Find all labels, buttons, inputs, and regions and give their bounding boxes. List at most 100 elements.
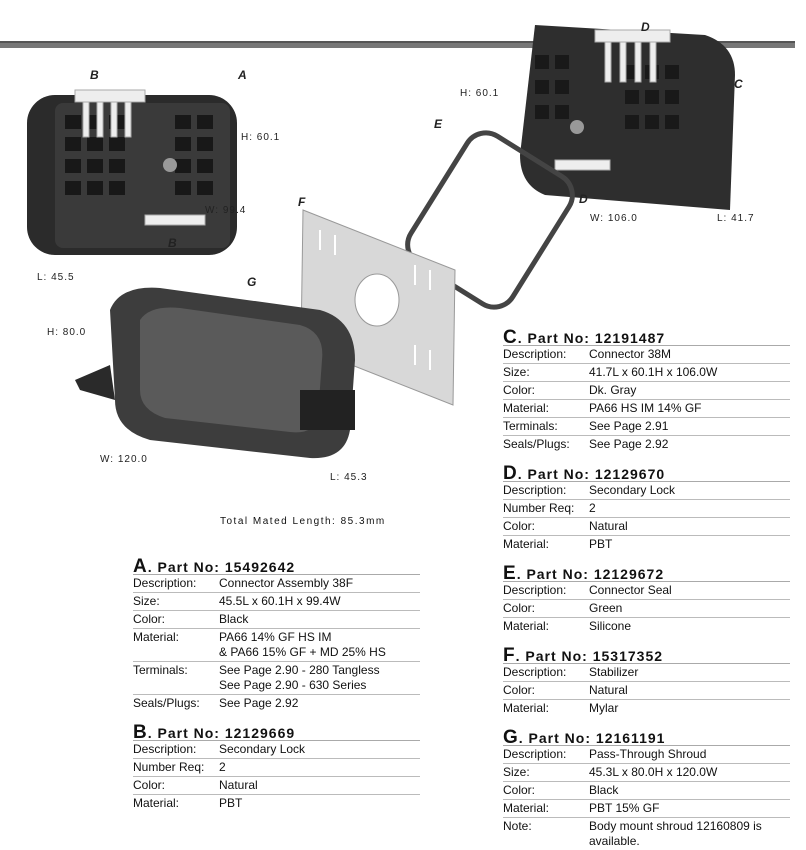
spec-value: 45.5L x 60.1H x 99.4W: [219, 594, 341, 608]
total-mated-length: Total Mated Length: 85.3mm: [220, 516, 386, 527]
spec-row: Description: Connector 38M: [503, 346, 790, 364]
spec-value: Silicone: [589, 619, 632, 633]
spec-key: Description:: [133, 576, 197, 590]
spec-value: Pass-Through Shroud: [589, 747, 707, 761]
spec-value: Green: [589, 601, 623, 615]
spec-value: See Page 2.92: [589, 437, 669, 451]
spec-row: Seals/Plugs:See Page 2.92: [133, 695, 420, 712]
spec-key: Terminals:: [133, 663, 188, 677]
connector-a-image: [27, 89, 237, 255]
spec-row: Terminals:See Page 2.91: [503, 418, 790, 436]
spec-row: Description: Connector Assembly 38F: [133, 575, 420, 593]
spec-row: Number Req:2: [503, 500, 790, 518]
part-no-label: . Part No:: [518, 730, 596, 746]
spec-value: 41.7L x 60.1H x 106.0W: [589, 365, 718, 379]
part-letter: F: [503, 645, 516, 666]
spec-value: Secondary Lock: [589, 483, 676, 497]
part-number: 12129669: [224, 725, 296, 741]
spec-row: Description:Stabilizer: [503, 664, 790, 682]
spec-row: Color:Natural: [133, 777, 420, 795]
part-no-label: . Part No:: [517, 330, 595, 346]
spec-row: Color:Black: [133, 611, 420, 629]
dim-g-length: L: 45.3: [330, 472, 368, 483]
dim-c-width: W: 106.0: [590, 213, 638, 224]
part-letter: A: [133, 556, 148, 577]
spec-row: Size: 41.7L x 60.1H x 106.0W: [503, 364, 790, 382]
spec-value: Natural: [589, 519, 628, 533]
spec-key: Description:: [133, 742, 197, 756]
part-heading: C. Part No: 12191487: [503, 327, 790, 348]
spec-value: Black: [589, 783, 619, 797]
spec-key: Color:: [503, 383, 536, 397]
spec-key: Description:: [503, 583, 567, 597]
spec-row: Color: Black: [503, 782, 790, 800]
spec-key: Description:: [503, 483, 567, 497]
part-letter: G: [503, 727, 519, 748]
part-no-label: . Part No:: [147, 559, 225, 575]
spec-value: 2: [219, 760, 226, 774]
dim-a-height: H: 60.1: [241, 132, 281, 143]
spec-value: PA66 14% GF HS IM& PA66 15% GF + MD 25% …: [219, 630, 386, 659]
spec-value: Mylar: [589, 701, 619, 715]
spec-value: Connector 38M: [589, 347, 672, 361]
spec-row: Material: PBT: [133, 795, 420, 812]
spec-row: Description:Secondary Lock: [133, 741, 420, 759]
shroud-g-image: [75, 287, 355, 459]
label-c: C: [734, 77, 743, 91]
spec-key: Size:: [503, 365, 530, 379]
spec-key: Description:: [503, 665, 567, 679]
label-a: A: [238, 68, 247, 82]
spec-key: Description:: [503, 347, 567, 361]
dim-c-height: H: 60.1: [460, 88, 500, 99]
label-d-bottom: D: [579, 192, 588, 206]
spec-value: Connector Assembly 38F: [219, 576, 354, 590]
part-heading: E. Part No: 12129672: [503, 563, 790, 584]
part-heading: B. Part No: 12129669: [133, 722, 420, 743]
part-letter: B: [133, 722, 148, 743]
label-b-bottom: B: [168, 236, 177, 250]
spec-value: PBT: [589, 537, 613, 551]
spec-key: Material:: [133, 796, 180, 810]
spec-row: Size:45.5L x 60.1H x 99.4W: [133, 593, 420, 611]
spec-row: Material:PBT 15% GF: [503, 800, 790, 818]
part-letter: C: [503, 327, 518, 348]
dim-g-width: W: 120.0: [100, 454, 148, 465]
part-heading: F. Part No: 15317352: [503, 645, 790, 666]
spec-value: 2: [589, 501, 596, 515]
connector-c-image: [520, 25, 735, 210]
spec-value: Connector Seal: [589, 583, 672, 597]
spec-value: Dk. Gray: [589, 383, 637, 397]
part-number: 12191487: [594, 330, 666, 346]
spec-value: PBT: [219, 796, 243, 810]
spec-row: Color: Dk. Gray: [503, 382, 790, 400]
part-letter: D: [503, 463, 518, 484]
spec-key: Material:: [133, 630, 180, 644]
spec-row: Color:Natural: [503, 682, 790, 700]
label-b-top: B: [90, 68, 99, 82]
spec-key: Material:: [503, 619, 550, 633]
spec-row: Size:45.3L x 80.0H x 120.0W: [503, 764, 790, 782]
spec-value: PA66 HS IM 14% GF: [589, 401, 702, 415]
spec-key: Color:: [503, 783, 536, 797]
spec-key: Material:: [503, 401, 550, 415]
dim-g-height: H: 80.0: [47, 327, 87, 338]
spec-key: Material:: [503, 701, 550, 715]
spec-row: Seals/Plugs:See Page 2.92: [503, 436, 790, 453]
spec-value: Natural: [589, 683, 628, 697]
spec-value: See Page 2.92: [219, 696, 299, 710]
part-number: 12161191: [595, 730, 666, 746]
spec-row: Material: PA66 14% GF HS IM& PA66 15% GF …: [133, 629, 420, 662]
spec-key: Material:: [503, 537, 550, 551]
part-no-label: . Part No:: [147, 725, 225, 741]
spec-key: Color:: [133, 612, 166, 626]
spec-row: Description: Secondary Lock: [503, 482, 790, 500]
